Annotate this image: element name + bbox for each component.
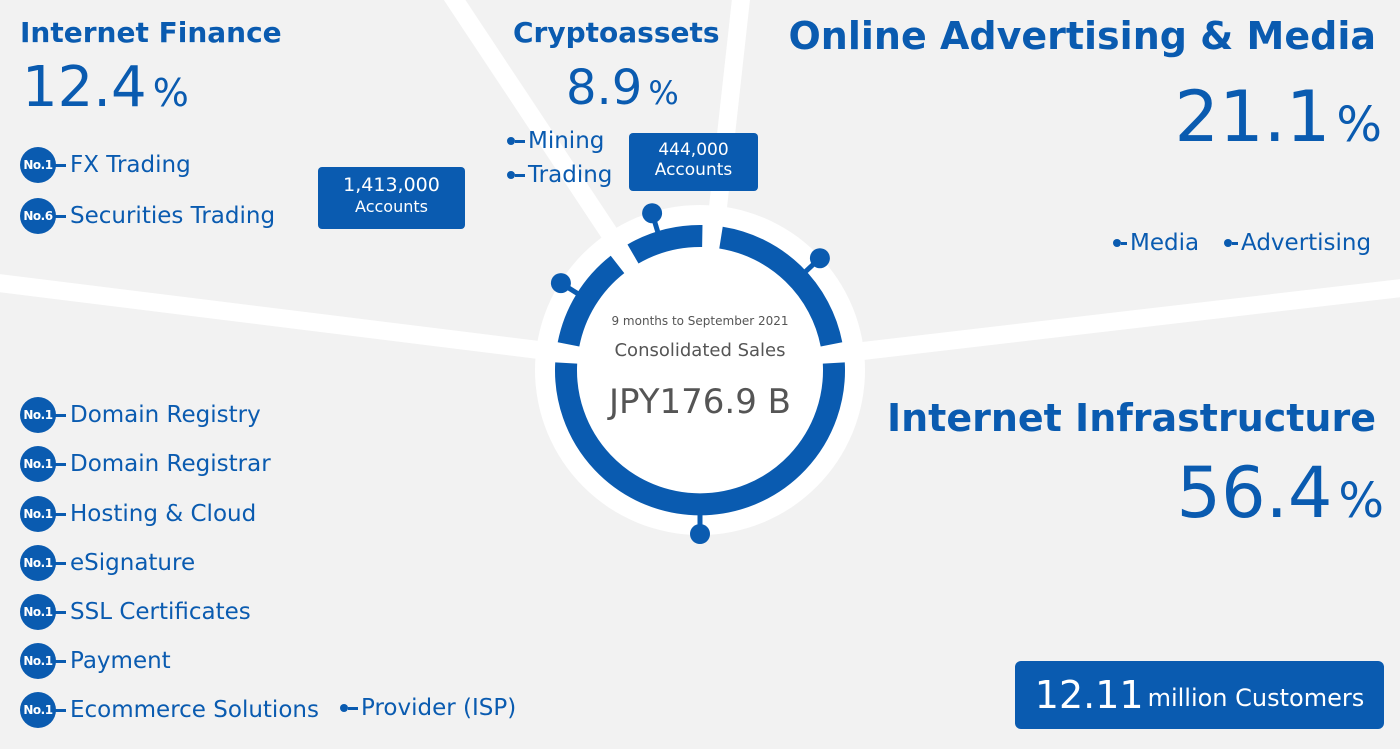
cryptoassets-share-unit: % bbox=[648, 74, 679, 112]
rank-badge: No.1 bbox=[20, 692, 56, 728]
ranking-row: No.1 Ecommerce Solutions bbox=[20, 692, 319, 728]
rank-badge: No.1 bbox=[20, 545, 56, 581]
ranking-label: Ecommerce Solutions bbox=[70, 697, 319, 723]
crypto-item-label: Mining bbox=[528, 128, 605, 154]
media-item: Media bbox=[1113, 230, 1199, 256]
ranking-row: No.1 Payment bbox=[20, 643, 171, 679]
crypto-accounts-badge: 444,000 Accounts bbox=[629, 133, 758, 191]
internet-finance-share-unit: % bbox=[152, 71, 189, 115]
rank-badge: No.6 bbox=[20, 198, 56, 234]
internet-infrastructure-title: Internet Infrastructure bbox=[886, 396, 1376, 440]
rank-connector bbox=[54, 163, 66, 167]
bullet-dot-icon bbox=[507, 137, 515, 145]
ranking-label: Securities Trading bbox=[70, 203, 276, 229]
internet-finance-share-value: 12.4 bbox=[22, 55, 147, 120]
ranking-row: No.1 Hosting & Cloud bbox=[20, 496, 256, 532]
ranking-label: Payment bbox=[70, 648, 171, 674]
bullet-dot-icon bbox=[1224, 239, 1232, 247]
ranking-label: Domain Registrar bbox=[70, 451, 271, 477]
finance-accounts-badge: 1,413,000 Accounts bbox=[318, 167, 465, 229]
isp-item: Provider (ISP) bbox=[340, 695, 516, 721]
internet-infrastructure-share-value: 56.4 bbox=[1176, 452, 1333, 534]
sales-label: Consolidated Sales bbox=[614, 340, 786, 361]
ranking-label: SSL Certificates bbox=[70, 599, 251, 625]
advertising-item-label: Advertising bbox=[1241, 230, 1372, 256]
ranking-label: Hosting & Cloud bbox=[70, 501, 257, 527]
accounts-number: 1,413,000 bbox=[343, 174, 440, 196]
internet-infrastructure-share-unit: % bbox=[1338, 473, 1384, 529]
ranking-row: No.1 FX Trading bbox=[20, 147, 191, 183]
ranking-label: Domain Registry bbox=[70, 402, 261, 428]
online-ads-media-title: Online Advertising & Media bbox=[788, 14, 1377, 58]
cryptoassets-share: 8.9% bbox=[566, 64, 679, 112]
online-ads-media-share-value: 21.1 bbox=[1174, 76, 1331, 158]
ranking-label: eSignature bbox=[70, 550, 196, 576]
ranking-label: FX Trading bbox=[70, 152, 191, 178]
customers-label: million Customers bbox=[1147, 684, 1365, 712]
ring-pin-head bbox=[642, 203, 663, 224]
consolidated-sales: 9 months to September 2021 Consolidated … bbox=[578, 248, 822, 492]
internet-infrastructure-share: 56.4% bbox=[1177, 458, 1384, 528]
advertising-item: Advertising bbox=[1224, 230, 1371, 256]
bullet-dot-icon bbox=[340, 704, 348, 712]
internet-finance-title: Internet Finance bbox=[20, 16, 282, 49]
online-ads-media-share-unit: % bbox=[1336, 97, 1382, 153]
isp-item-label: Provider (ISP) bbox=[361, 695, 517, 721]
crypto-item-mining: Mining bbox=[507, 128, 604, 154]
internet-finance-share: 12.4% bbox=[22, 60, 189, 116]
rank-badge: No.1 bbox=[20, 147, 56, 183]
bullet-dot-icon bbox=[507, 171, 515, 179]
cryptoassets-title: Cryptoassets bbox=[513, 16, 720, 49]
customers-number: 12.11 bbox=[1034, 673, 1144, 717]
online-ads-media-share: 21.1% bbox=[1175, 82, 1382, 152]
rank-badge: No.1 bbox=[20, 397, 56, 433]
rank-badge: No.1 bbox=[20, 594, 56, 630]
accounts-label: Accounts bbox=[654, 160, 733, 181]
accounts-label: Accounts bbox=[355, 196, 428, 216]
bullet-dot-icon bbox=[1113, 239, 1121, 247]
customers-badge: 12.11 million Customers bbox=[1015, 661, 1384, 729]
sales-value: JPY176.9 B bbox=[608, 382, 792, 422]
ranking-row: No.1 SSL Certificates bbox=[20, 594, 251, 630]
accounts-number: 444,000 bbox=[658, 140, 729, 160]
sales-period: 9 months to September 2021 bbox=[611, 314, 789, 328]
rank-badge: No.1 bbox=[20, 446, 56, 482]
cryptoassets-share-value: 8.9 bbox=[566, 60, 643, 116]
ring-pin-head bbox=[809, 248, 830, 269]
rank-connector bbox=[54, 214, 66, 218]
ring-pin-head bbox=[690, 524, 710, 544]
ring-pins bbox=[550, 203, 830, 544]
rank-badge: No.1 bbox=[20, 643, 56, 679]
media-item-label: Media bbox=[1130, 230, 1200, 256]
ring-pin-head bbox=[550, 273, 571, 294]
ranking-row: No.1 Domain Registrar bbox=[20, 446, 271, 482]
ranking-row: No.1 eSignature bbox=[20, 545, 195, 581]
rank-badge: No.1 bbox=[20, 496, 56, 532]
ranking-row: No.1 Domain Registry bbox=[20, 397, 261, 433]
crypto-item-trading: Trading bbox=[507, 162, 612, 188]
sales-ring bbox=[555, 225, 845, 516]
ranking-row: No.6 Securities Trading bbox=[20, 198, 275, 234]
crypto-item-label: Trading bbox=[528, 162, 613, 188]
